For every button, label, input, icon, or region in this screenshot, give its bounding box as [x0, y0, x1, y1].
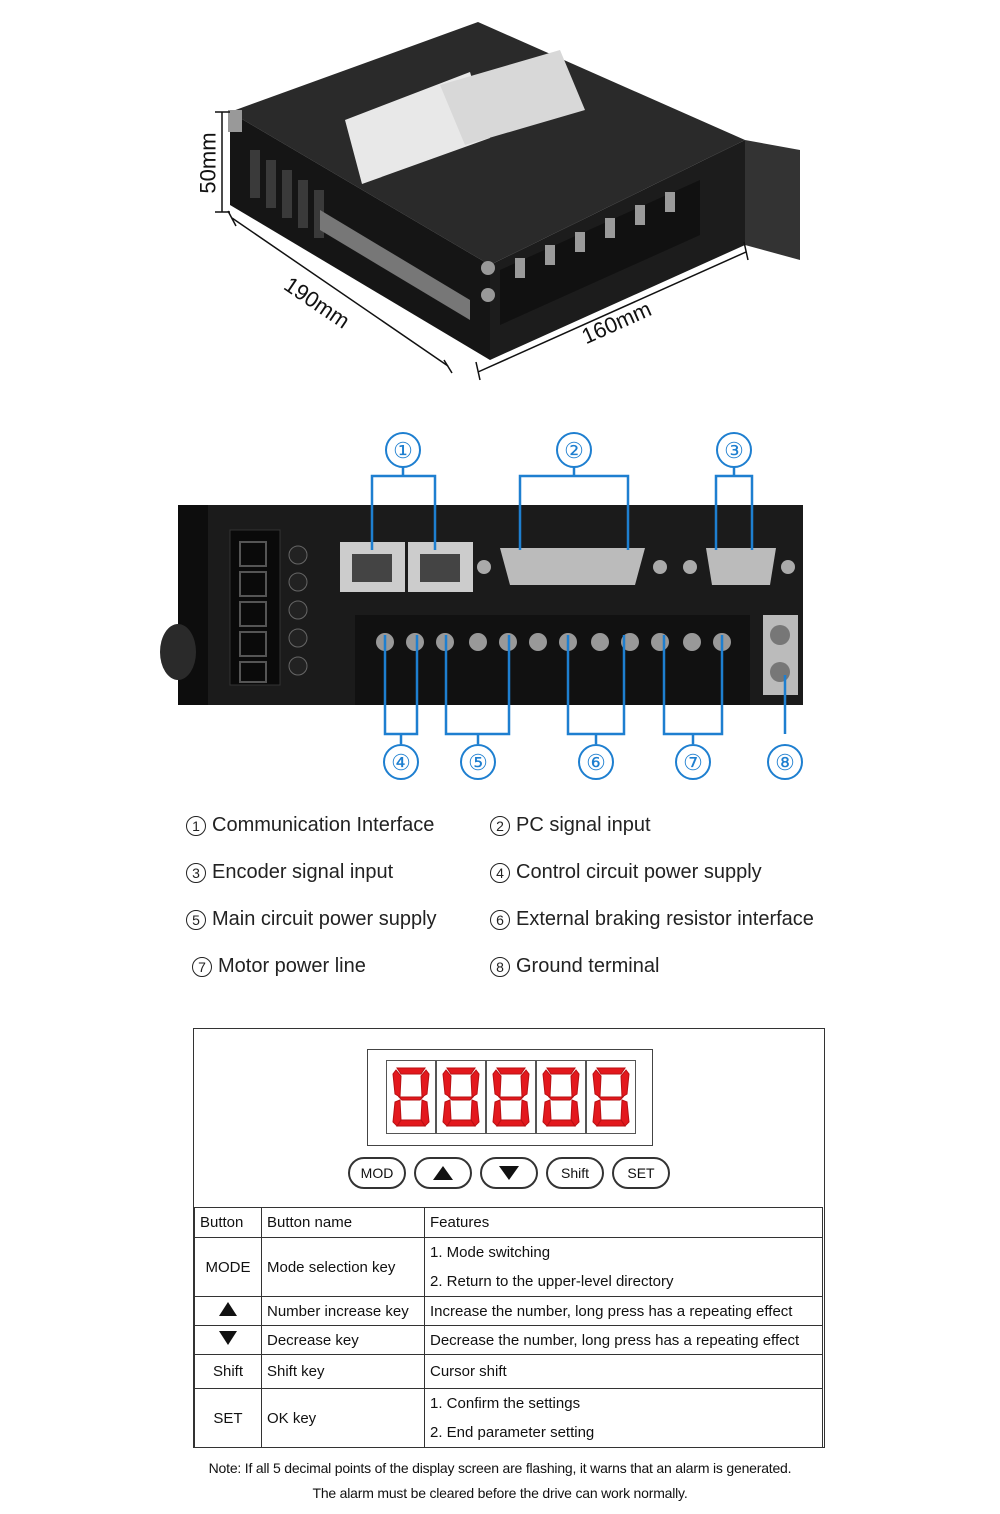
row-name: Number increase key [261, 1296, 425, 1326]
digit-1 [386, 1060, 436, 1134]
legend-item-6: 6 External braking resistor interface [490, 908, 814, 931]
legend-text: Control circuit power supply [516, 861, 762, 883]
row-features: 1. Mode switching 2. Return to the upper… [424, 1237, 823, 1297]
header-button: Button [194, 1207, 262, 1238]
feature-line: 1. Confirm the settings [430, 1395, 581, 1412]
callout-2: ② [556, 432, 592, 468]
digit-5 [586, 1060, 636, 1134]
mod-key[interactable]: MOD [348, 1157, 406, 1189]
digit-2 [436, 1060, 486, 1134]
callout-8: ⑧ [767, 744, 803, 780]
callout-3: ③ [716, 432, 752, 468]
feature-line: 2. End parameter setting [430, 1424, 595, 1441]
triangle-down-icon [219, 1331, 237, 1345]
legend-item-5: 5 Main circuit power supply [186, 908, 437, 931]
legend-item-7: 7 Motor power line [192, 955, 366, 978]
legend-number: 1 [186, 815, 206, 836]
row-features: 1. Confirm the settings 2. End parameter… [424, 1388, 823, 1448]
row-name: OK key [261, 1388, 425, 1448]
legend-item-3: 3 Encoder signal input [186, 861, 393, 884]
legend-text: Main circuit power supply [212, 908, 437, 930]
legend-item-1: 1 Communication Interface [186, 814, 434, 837]
legend-number: 2 [490, 815, 510, 836]
legend-item-4: 4 Control circuit power supply [490, 861, 762, 884]
seven-segment-digit [542, 1067, 580, 1127]
legend-number: 5 [186, 909, 206, 930]
led-display [367, 1049, 653, 1146]
header-features: Features [424, 1207, 823, 1238]
digit-4 [536, 1060, 586, 1134]
callout-5: ⑤ [460, 744, 496, 780]
row-name: Shift key [261, 1354, 425, 1389]
row-button [194, 1325, 262, 1355]
legend-text: Encoder signal input [212, 861, 394, 883]
feature-line: 2. Return to the upper-level directory [430, 1273, 674, 1290]
row-name: Mode selection key [261, 1237, 425, 1297]
legend-number: 3 [186, 862, 206, 883]
table-row: Number increase key Increase the number,… [194, 1296, 823, 1326]
seven-segment-digit [442, 1067, 480, 1127]
table-row: MODE Mode selection key 1. Mode switchin… [194, 1237, 823, 1297]
digit-3 [486, 1060, 536, 1134]
row-button: SET [194, 1388, 262, 1448]
seven-segment-digit [592, 1067, 630, 1127]
header-button-name: Button name [261, 1207, 425, 1238]
triangle-up-icon [433, 1166, 453, 1180]
legend-text: Ground terminal [516, 955, 660, 977]
set-key[interactable]: SET [612, 1157, 670, 1189]
button-function-table: Button Button name Features MODE Mode se… [194, 1207, 823, 1448]
legend-text: Motor power line [218, 955, 366, 977]
seven-segment-digit [392, 1067, 430, 1127]
legend-number: 8 [490, 956, 510, 977]
servo-drive-isometric-image [215, 22, 800, 381]
callout-6: ⑥ [578, 744, 614, 780]
callout-4: ④ [383, 744, 419, 780]
row-name: Decrease key [261, 1325, 425, 1355]
seven-segment-digit [492, 1067, 530, 1127]
height-dimension: 50mm [195, 132, 221, 194]
row-features: Decrease the number, long press has a re… [424, 1325, 823, 1355]
down-key[interactable] [480, 1157, 538, 1189]
legend-item-2: 2 PC signal input [490, 814, 651, 837]
row-features: Cursor shift [424, 1354, 823, 1389]
table-row: SET OK key 1. Confirm the settings 2. En… [194, 1388, 823, 1448]
triangle-up-icon [219, 1302, 237, 1316]
callout-1: ① [385, 432, 421, 468]
row-button: Shift [194, 1354, 262, 1389]
legend-text: Communication Interface [212, 814, 435, 836]
row-button: MODE [194, 1237, 262, 1297]
note-line-1: Note: If all 5 decimal points of the dis… [208, 1460, 792, 1476]
note-line-2: The alarm must be cleared before the dri… [312, 1485, 688, 1501]
callout-7: ⑦ [675, 744, 711, 780]
product-top-view: 50mm 190mm 160mm [0, 0, 1000, 400]
table-row: Decrease key Decrease the number, long p… [194, 1325, 823, 1355]
table-row: Shift Shift key Cursor shift [194, 1354, 823, 1389]
legend-text: External braking resistor interface [516, 908, 814, 930]
servo-drive-front-image [160, 466, 803, 744]
triangle-down-icon [499, 1166, 519, 1180]
legend-number: 4 [490, 862, 510, 883]
row-button [194, 1296, 262, 1326]
operation-panel-diagram: MOD Shift SET Button Button name Feature… [193, 1028, 825, 1448]
up-key[interactable] [414, 1157, 472, 1189]
legend-number: 6 [490, 909, 510, 930]
legend-text: PC signal input [516, 814, 651, 836]
legend-item-8: 8 Ground terminal [490, 955, 659, 978]
legend-number: 7 [192, 956, 212, 977]
row-features: Increase the number, long press has a re… [424, 1296, 823, 1326]
feature-line: 1. Mode switching [430, 1244, 551, 1261]
shift-key[interactable]: Shift [546, 1157, 604, 1189]
product-front-view: ① ② ③ ④ ⑤ ⑥ ⑦ ⑧ [0, 420, 1000, 790]
